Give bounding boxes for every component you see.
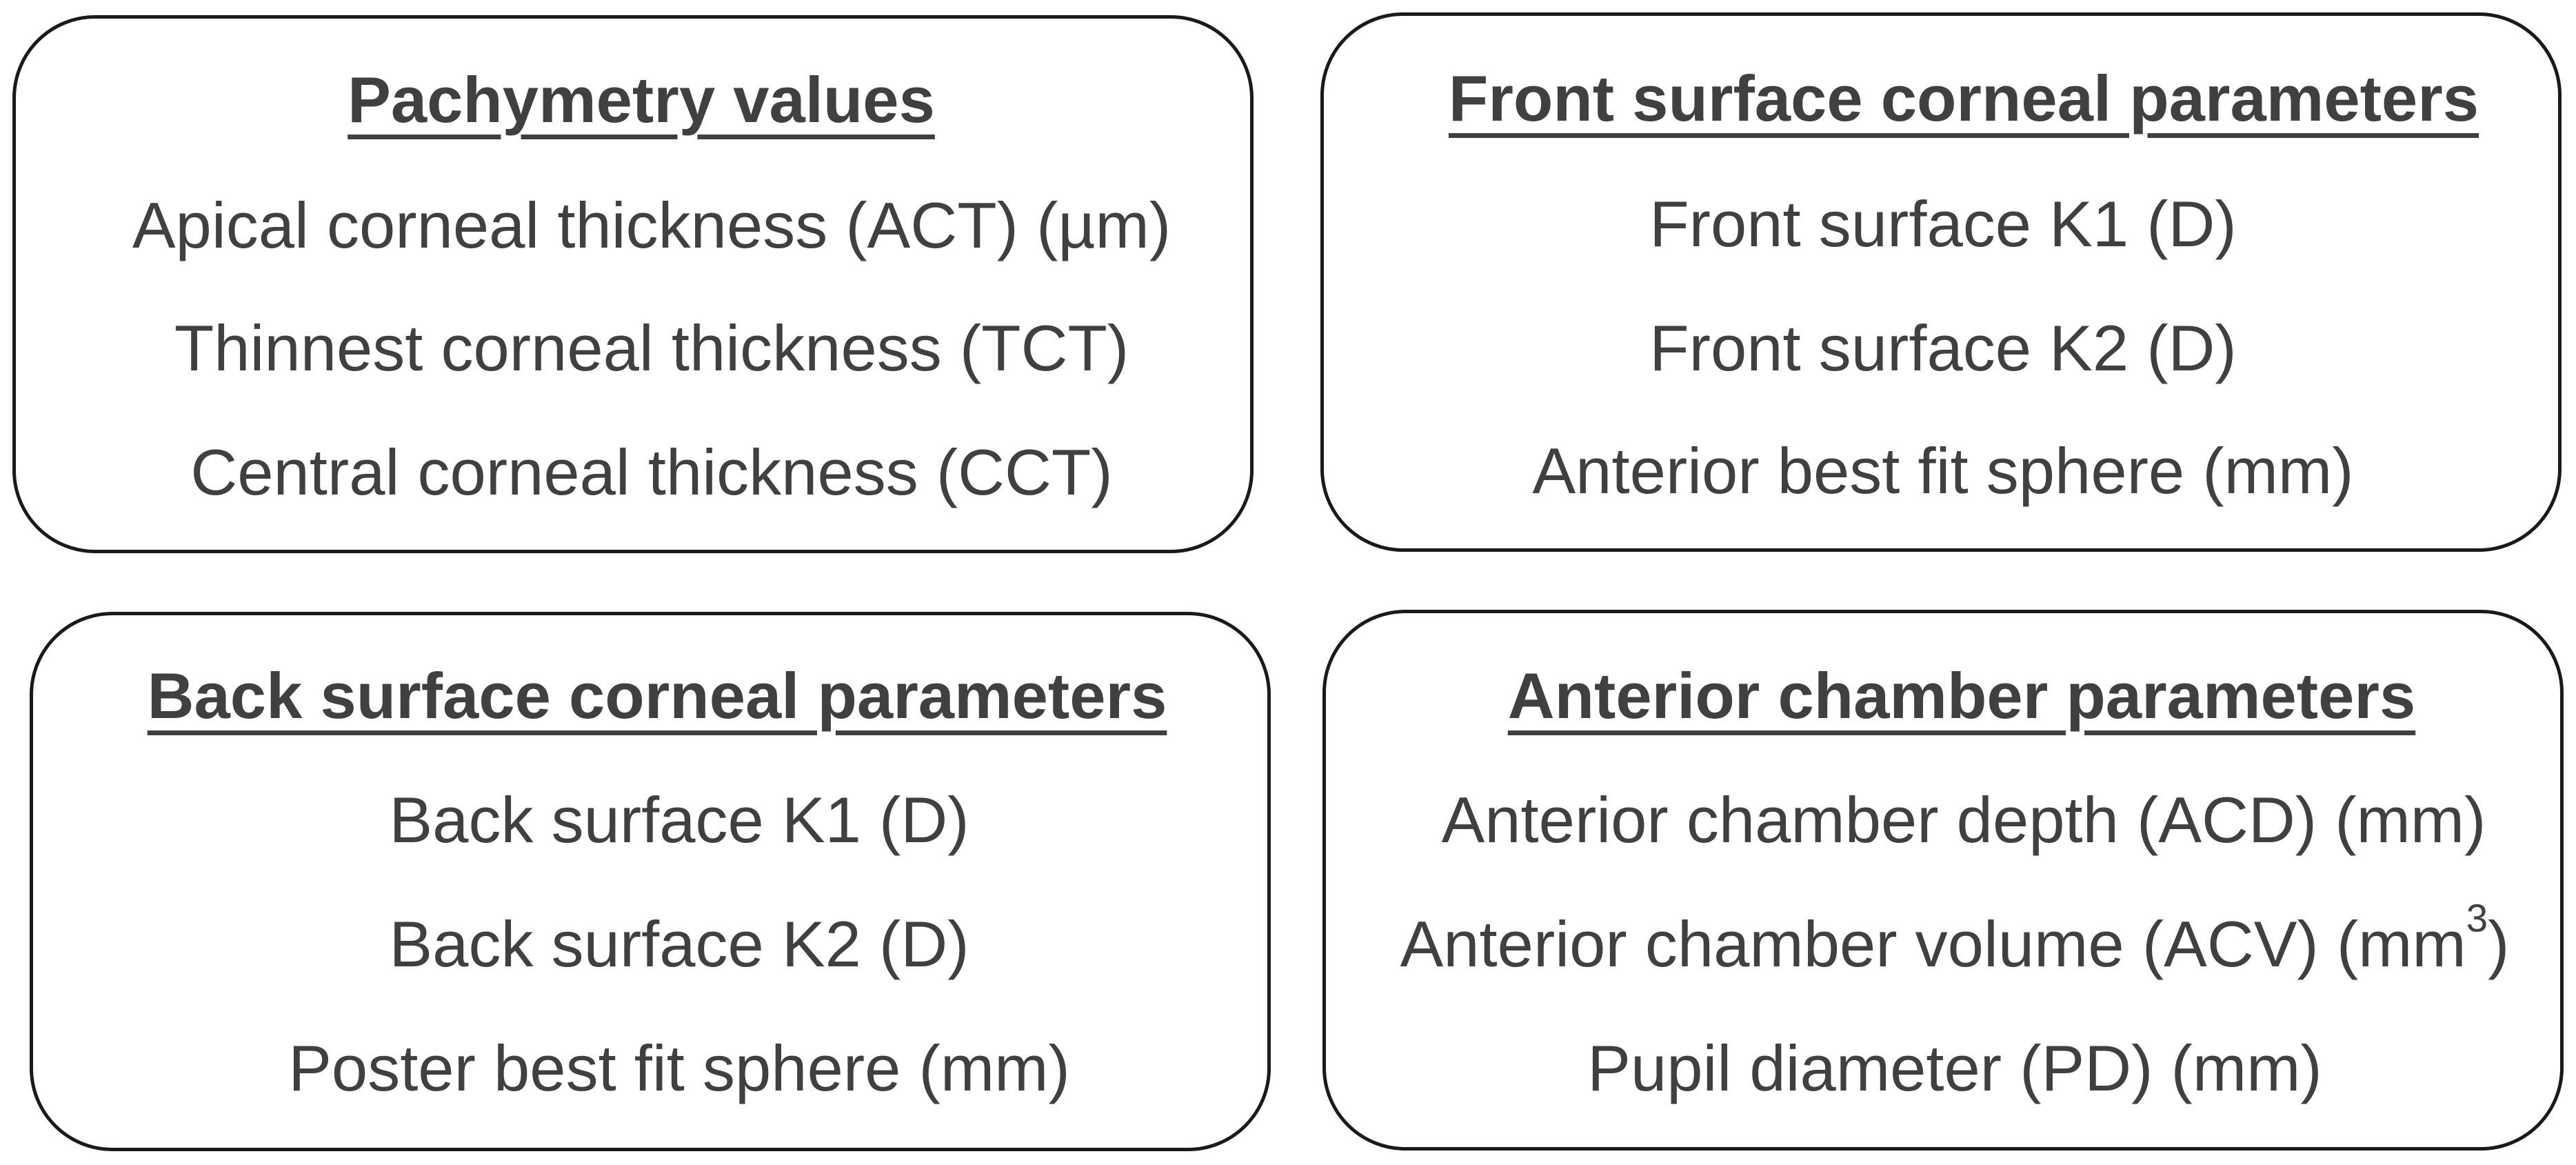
- acv-unit-exponent: 3: [2466, 896, 2488, 940]
- anterior-chamber-item-acd: Anterior chamber depth (ACD) (mm): [1441, 784, 2486, 856]
- anterior-chamber-item-acv: Anterior chamber volume (ACV) (mm3): [1400, 899, 2510, 977]
- front-surface-item-k2: Front surface K2 (D): [1649, 312, 2237, 384]
- front-surface-panel: [1320, 12, 2562, 552]
- back-surface-item-bfs: Poster best fit sphere (mm): [288, 1032, 1070, 1104]
- back-surface-title: Back surface corneal parameters: [147, 659, 1167, 732]
- anterior-chamber-panel: [1322, 610, 2564, 1151]
- anterior-chamber-title: Anterior chamber parameters: [1507, 659, 2416, 732]
- front-surface-item-bfs: Anterior best fit sphere (mm): [1532, 435, 2354, 507]
- pachymetry-item-cct: Central corneal thickness (CCT): [190, 436, 1113, 508]
- acv-label: Anterior chamber volume (ACV) (mm: [1400, 908, 2466, 980]
- back-surface-item-k1: Back surface K1 (D): [389, 784, 969, 856]
- back-surface-panel: [30, 612, 1271, 1151]
- back-surface-item-k2: Back surface K2 (D): [389, 908, 969, 980]
- anterior-chamber-item-pd: Pupil diameter (PD) (mm): [1587, 1032, 2322, 1104]
- pachymetry-title: Pachymetry values: [348, 63, 935, 136]
- front-surface-title: Front surface corneal parameters: [1448, 62, 2479, 135]
- front-surface-item-k1: Front surface K1 (D): [1649, 188, 2237, 260]
- pachymetry-item-act: Apical corneal thickness (ACT) (µm): [132, 189, 1171, 261]
- acv-unit-close: ): [2488, 908, 2510, 980]
- pachymetry-panel: [12, 15, 1254, 553]
- pachymetry-item-tct: Thinnest corneal thickness (TCT): [174, 312, 1129, 384]
